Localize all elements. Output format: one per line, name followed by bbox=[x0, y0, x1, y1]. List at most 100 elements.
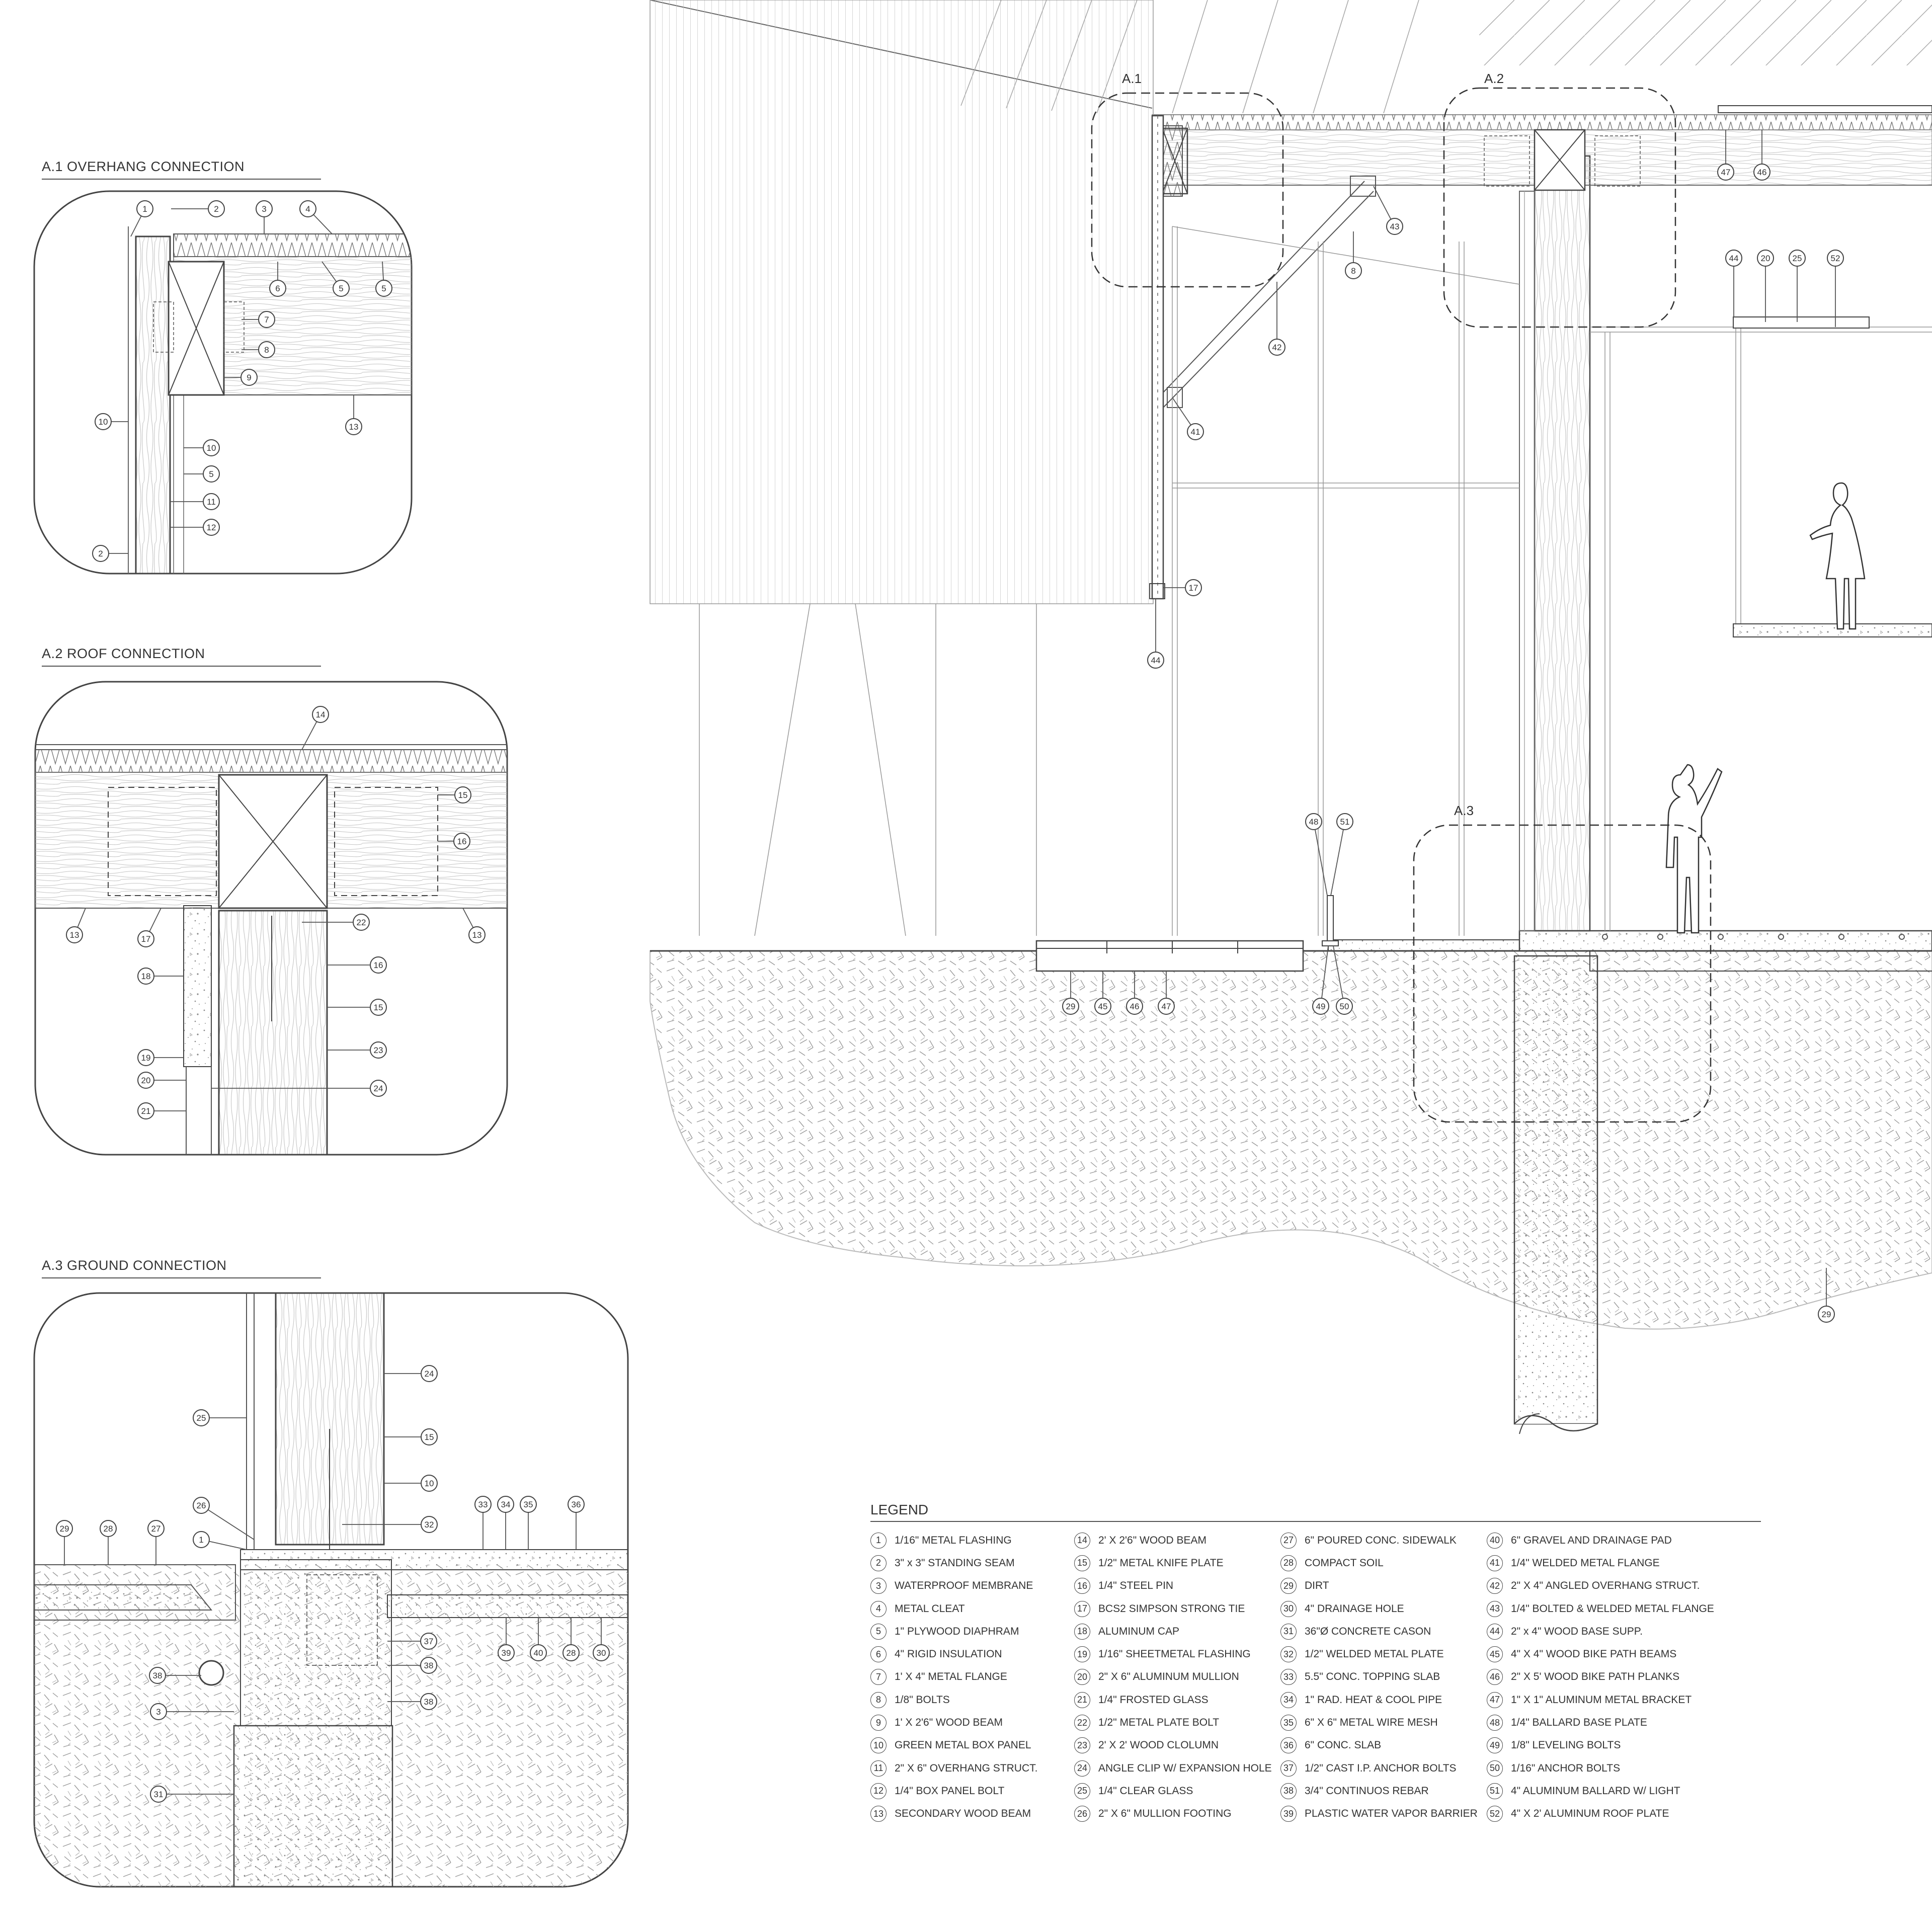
callout-number: 8 bbox=[1351, 266, 1355, 276]
callout-43: 43 bbox=[1373, 186, 1403, 235]
callout-circle bbox=[593, 1644, 610, 1661]
callout-circle bbox=[420, 1633, 437, 1650]
legend-label: 2' X 2' WOOD CLOLUMN bbox=[1098, 1739, 1219, 1751]
callout-number: 17 bbox=[1189, 583, 1198, 593]
legend-title: LEGEND bbox=[870, 1502, 1761, 1522]
legend-label: 1/8" BOLTS bbox=[895, 1694, 950, 1706]
callout-20: 20 bbox=[1757, 250, 1774, 322]
callout-3: 3 bbox=[150, 1703, 234, 1720]
callout-circle bbox=[370, 956, 387, 974]
callout-16: 16 bbox=[327, 956, 387, 974]
callout-number: 12 bbox=[207, 523, 216, 532]
callout-number: 3 bbox=[156, 1707, 160, 1717]
legend-label: DIRT bbox=[1305, 1580, 1329, 1592]
legend-number: 5 bbox=[870, 1623, 887, 1640]
callout-47: 47 bbox=[1717, 130, 1734, 181]
callout-13: 13 bbox=[345, 395, 362, 435]
callout-circle bbox=[137, 1049, 154, 1066]
legend-label: 2" x 4" WOOD BASE SUPP. bbox=[1511, 1625, 1643, 1637]
detail-title-roof: A.2 ROOF CONNECTION bbox=[42, 646, 321, 667]
legend-item: 23 2' X 2' WOOD CLOLUMN bbox=[1074, 1734, 1280, 1757]
callout-number: 40 bbox=[534, 1648, 543, 1658]
legend-number: 28 bbox=[1280, 1555, 1297, 1571]
concrete-caisson bbox=[1513, 955, 1598, 1425]
callout-circle bbox=[299, 200, 316, 217]
callout-number: 38 bbox=[153, 1671, 163, 1680]
callout-circle bbox=[421, 1516, 438, 1533]
callout-circle bbox=[1818, 1306, 1835, 1323]
legend-number: 10 bbox=[870, 1737, 887, 1754]
legend-item: 30 4" DRAINAGE HOLE bbox=[1280, 1597, 1487, 1620]
callout-circle bbox=[333, 280, 350, 297]
callout-17: 17 bbox=[1163, 579, 1202, 596]
callout-24: 24 bbox=[384, 1365, 438, 1382]
callout-number: 5 bbox=[381, 284, 386, 293]
legend-label: 1" PLYWOOD DIAPHRAM bbox=[895, 1625, 1019, 1637]
legend-number: 23 bbox=[1074, 1737, 1090, 1754]
callout-circle bbox=[497, 1496, 514, 1513]
callout-number: 15 bbox=[458, 790, 468, 800]
callout-7: 7 bbox=[242, 311, 275, 328]
legend-label: 1/4" CLEAR GLASS bbox=[1098, 1785, 1193, 1797]
callout-15: 15 bbox=[384, 1428, 438, 1445]
legend-number: 4 bbox=[870, 1600, 887, 1617]
callout-circle bbox=[56, 1520, 73, 1537]
callout-circle bbox=[1753, 164, 1770, 181]
legend-number: 11 bbox=[870, 1760, 887, 1777]
legend-label: 4" DRAINAGE HOLE bbox=[1305, 1602, 1404, 1615]
callout-40: 40 bbox=[530, 1618, 547, 1661]
callout-circle bbox=[421, 1475, 438, 1492]
callout-number: 11 bbox=[207, 497, 216, 507]
callout-circle bbox=[1336, 813, 1353, 830]
callout-circle bbox=[1158, 998, 1175, 1015]
callout-number: 25 bbox=[1793, 254, 1802, 263]
legend-number: 29 bbox=[1280, 1578, 1297, 1594]
callout-circle bbox=[345, 418, 362, 435]
legend-number: 30 bbox=[1280, 1600, 1297, 1617]
legend-label: 1/2" CAST I.P. ANCHOR BOLTS bbox=[1305, 1762, 1457, 1774]
callout-46: 46 bbox=[1753, 130, 1770, 181]
callout-23: 23 bbox=[327, 1041, 387, 1059]
callout-number: 23 bbox=[374, 1045, 383, 1055]
legend-number: 48 bbox=[1487, 1715, 1503, 1731]
legend-label: ALUMINUM CAP bbox=[1098, 1625, 1180, 1637]
callout-circle bbox=[100, 1520, 117, 1537]
callout-circle bbox=[420, 1657, 437, 1674]
callout-number: 45 bbox=[1098, 1002, 1108, 1011]
callout-number: 1 bbox=[199, 1535, 203, 1545]
callout-38: 38 bbox=[387, 1693, 437, 1710]
callout-48: 48 bbox=[1305, 813, 1328, 896]
callout-number: 42 bbox=[1272, 343, 1282, 352]
callout-52: 52 bbox=[1827, 250, 1844, 327]
callout-leader bbox=[1333, 945, 1345, 1007]
callout-12: 12 bbox=[170, 519, 220, 536]
legend-label: 2" X 6" OVERHANG STRUCT. bbox=[895, 1762, 1038, 1774]
callout-number: 44 bbox=[1729, 254, 1739, 263]
callout-number: 25 bbox=[197, 1413, 206, 1423]
callout-circle bbox=[468, 926, 486, 943]
callout-number: 16 bbox=[374, 960, 383, 970]
callout-number: 15 bbox=[425, 1432, 434, 1442]
callout-circle bbox=[370, 1080, 387, 1097]
callout-circle bbox=[420, 1693, 437, 1710]
callout-circle bbox=[193, 1409, 210, 1426]
overhang-box-panel bbox=[650, 0, 1376, 604]
callout-number: 19 bbox=[141, 1053, 151, 1063]
callout-circle bbox=[520, 1496, 537, 1513]
callout-5: 5 bbox=[321, 261, 350, 297]
